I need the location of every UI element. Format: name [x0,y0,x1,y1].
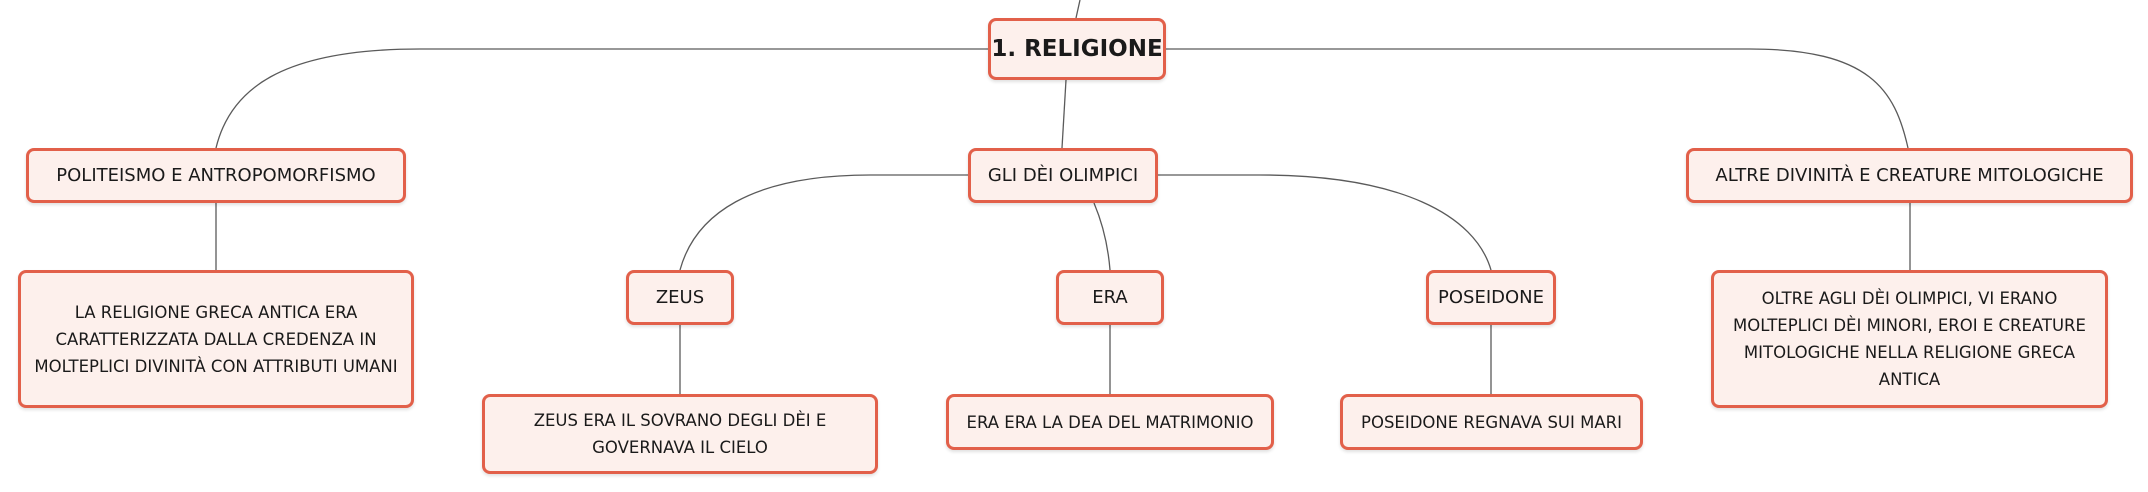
node-zeus-label: ZEUS [655,287,705,308]
node-era-description[interactable]: ERA ERA LA DEA DEL MATRIMONIO [946,394,1274,450]
node-politeismo-label: POLITEISMO E ANTROPOMORFISMO [56,165,376,186]
node-altre-divinita-description[interactable]: OLTRE AGLI DÈI OLIMPICI, VI ERANO MOLTEP… [1711,270,2108,408]
node-altre-divinita-label: ALTRE DIVINITÀ E CREATURE MITOLOGICHE [1715,165,2104,186]
connector-root-altre [1166,48,1909,149]
connector-olimpici-zeus [679,174,968,271]
connector-incoming-root [1075,0,1081,19]
node-era-description-text: ERA ERA LA DEA DEL MATRIMONIO [966,412,1254,432]
node-poseidone-description-text: POSEIDONE REGNAVA SUI MARI [1361,412,1622,432]
node-era-label: ERA [1092,287,1128,308]
node-zeus-description-text: ZEUS ERA IL SOVRANO DEGLI DÈI E GOVERNAV… [533,411,827,457]
node-poseidone-description[interactable]: POSEIDONE REGNAVA SUI MARI [1340,394,1643,450]
node-politeismo-description[interactable]: LA RELIGIONE GRECA ANTICA ERA CARATTERIZ… [18,270,414,408]
node-dei-olimpici-label: GLI DÈI OLIMPICI [987,165,1139,186]
node-altre-divinita-description-text: OLTRE AGLI DÈI OLIMPICI, VI ERANO MOLTEP… [1733,289,2086,389]
connector-root-olimpici [1061,79,1067,149]
connector-olimpici-era [1093,202,1111,271]
node-altre-divinita[interactable]: ALTRE DIVINITÀ E CREATURE MITOLOGICHE [1686,148,2133,203]
node-poseidone-label: POSEIDONE [1438,287,1544,308]
node-era[interactable]: ERA [1056,270,1164,325]
root-node[interactable]: 1. RELIGIONE [988,18,1166,80]
node-politeismo-description-text: LA RELIGIONE GRECA ANTICA ERA CARATTERIZ… [34,302,398,376]
node-zeus[interactable]: ZEUS [626,270,734,325]
connector-olimpici-poseidone [1158,174,1492,271]
node-zeus-description[interactable]: ZEUS ERA IL SOVRANO DEGLI DÈI E GOVERNAV… [482,394,878,474]
node-politeismo[interactable]: POLITEISMO E ANTROPOMORFISMO [26,148,406,203]
connector-root-politeismo [215,48,988,149]
node-poseidone[interactable]: POSEIDONE [1426,270,1556,325]
root-node-label: 1. RELIGIONE [991,36,1163,62]
node-dei-olimpici[interactable]: GLI DÈI OLIMPICI [968,148,1158,203]
